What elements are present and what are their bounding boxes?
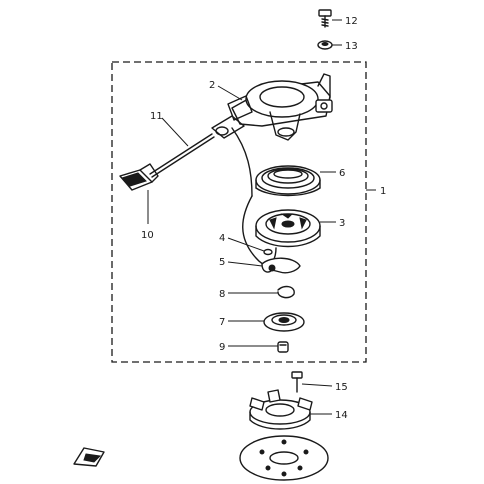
- part-12-bolt: [318, 9, 332, 28]
- label-8: 8: [219, 289, 225, 300]
- label-13: 13: [345, 41, 358, 52]
- label-4: 4: [219, 233, 225, 244]
- label-15: 15: [335, 382, 348, 393]
- label-10: 10: [141, 230, 154, 241]
- label-6: 6: [339, 168, 345, 179]
- part-6-recoil-spring: [255, 165, 321, 197]
- part-11-starter-cable: [149, 127, 277, 266]
- label-11: 11: [150, 111, 163, 122]
- label-2: 2: [209, 80, 215, 91]
- part-8-spring-clip: [277, 285, 295, 299]
- label-1: 1: [380, 186, 386, 197]
- flywheel-plate: [239, 435, 329, 481]
- label-9: 9: [219, 342, 225, 353]
- leader-lines: [147, 19, 376, 415]
- part-2-starter-housing: [211, 73, 333, 141]
- part-9-screw: [277, 341, 289, 353]
- part-3-rope-drum: [255, 209, 321, 248]
- part-4-pin: [263, 248, 273, 256]
- part-5-friction-plate: [261, 257, 301, 274]
- label-14: 14: [335, 410, 348, 421]
- assembly-boundary: [111, 61, 367, 363]
- part-10-starter-handle: [119, 163, 159, 191]
- part-7-ratchet: [263, 312, 305, 332]
- label-7: 7: [219, 317, 225, 328]
- part-13-washer: [317, 40, 333, 50]
- part-15-bolt: [291, 371, 303, 393]
- label-12: 12: [345, 16, 358, 27]
- part-14-starter-pulley: [249, 389, 313, 430]
- label-3: 3: [339, 218, 345, 229]
- front-arrow-icon: [73, 447, 105, 467]
- label-5: 5: [219, 257, 225, 268]
